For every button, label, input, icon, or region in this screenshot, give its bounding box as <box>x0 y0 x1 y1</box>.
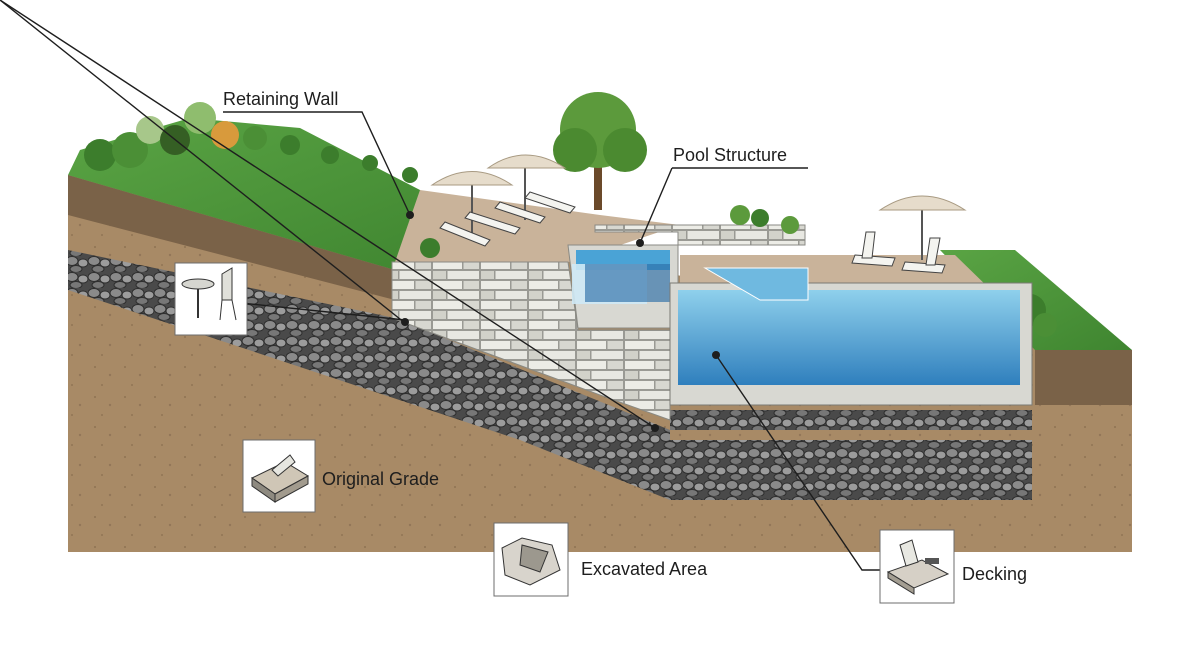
table-chairs-icon <box>174 262 248 336</box>
patio-wall <box>594 224 806 246</box>
decking-label: Decking <box>962 564 1028 584</box>
tree <box>553 92 647 210</box>
topsoil-band <box>68 175 395 300</box>
pool-water <box>678 290 1020 385</box>
pool-structure-label: Pool Structure <box>673 145 788 165</box>
planter-shrubs <box>420 205 799 258</box>
retaining-wall-label: Retaining Wall <box>223 89 339 109</box>
original-grade-label: Original Grade <box>322 469 440 489</box>
upper-lawn <box>68 118 470 270</box>
right-topsoil-band <box>1035 350 1132 405</box>
umbrella-right <box>878 195 967 260</box>
pool-steps <box>703 267 809 301</box>
lounge-chairs-right <box>851 231 946 274</box>
leader-lines <box>0 0 880 571</box>
gravel-sub-layer <box>670 410 1032 430</box>
spa-tile-band <box>585 264 670 302</box>
umbrella-left <box>430 154 567 235</box>
excavated-area-label: Excavated Area <box>581 559 708 579</box>
upper-terrace-deck <box>395 190 680 262</box>
lounge-chair-icon <box>879 529 955 604</box>
excavation-icon <box>493 522 569 597</box>
gravel-base-layer <box>670 440 1032 500</box>
lounge-chairs-upper <box>439 191 576 247</box>
grade-section-icon <box>242 439 316 513</box>
leader-dots <box>401 211 720 432</box>
